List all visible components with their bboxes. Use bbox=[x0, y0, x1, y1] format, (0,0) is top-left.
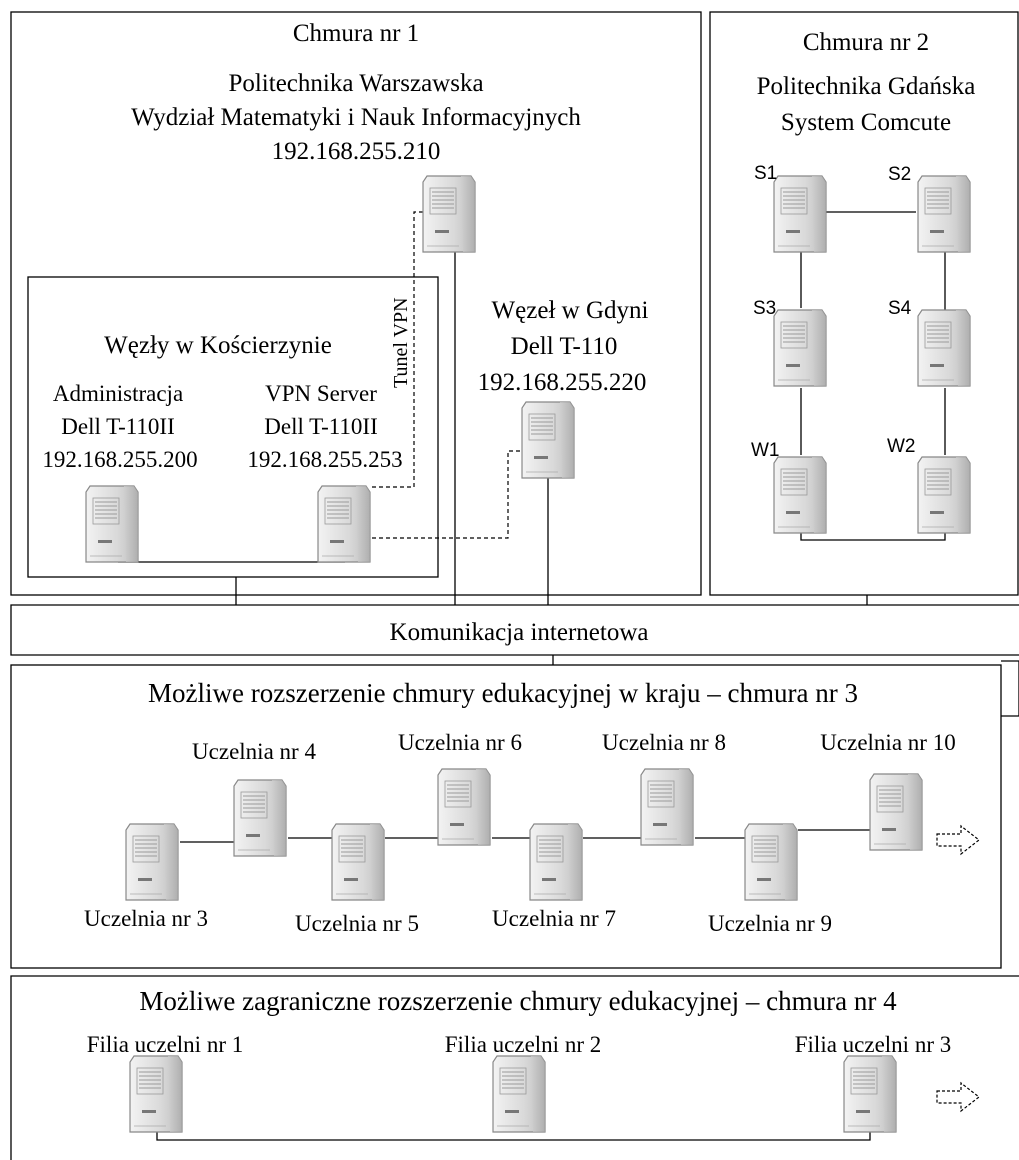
server-icon bbox=[422, 175, 476, 253]
server-icon bbox=[521, 401, 575, 479]
tunnel-label: Tunel VPN bbox=[390, 297, 412, 388]
university-label: Uczelnia nr 9 bbox=[708, 911, 832, 936]
admin-line2: Dell T-110II bbox=[61, 414, 175, 439]
server-icon bbox=[492, 1055, 546, 1133]
university-label: Uczelnia nr 5 bbox=[295, 911, 419, 936]
node-label: S1 bbox=[754, 163, 778, 184]
kos-title: Węzły w Kościerzynie bbox=[104, 332, 332, 359]
continue-arrow-icon bbox=[936, 824, 980, 856]
cloud3-connector bbox=[1001, 660, 1019, 717]
server-icon bbox=[129, 1055, 183, 1133]
vpn-tunnel bbox=[372, 211, 520, 539]
server-icon bbox=[317, 485, 371, 563]
server-icon bbox=[843, 1055, 897, 1133]
kos-frame bbox=[27, 276, 439, 578]
cloud4-title: Możliwe zagraniczne rozszerzenie chmury … bbox=[139, 986, 897, 1016]
cloud1-title: Chmura nr 1 bbox=[292, 20, 420, 47]
branch-label: Filia uczelni nr 3 bbox=[794, 1032, 952, 1057]
vpn-ip: 192.168.255.253 bbox=[247, 447, 403, 472]
server-icon bbox=[773, 175, 827, 253]
node-label: S4 bbox=[888, 298, 912, 319]
node-label: W2 bbox=[887, 436, 916, 457]
gdynia-line1: Węzeł w Gdyni bbox=[491, 297, 649, 324]
server-icon bbox=[125, 823, 179, 901]
university-label: Uczelnia nr 10 bbox=[820, 730, 956, 755]
gdynia-line2: Dell T-110 bbox=[510, 333, 618, 360]
cloud2-frame bbox=[709, 11, 1019, 596]
university-label: Uczelnia nr 7 bbox=[492, 906, 616, 931]
node-label: W1 bbox=[751, 440, 780, 461]
branch-label: Filia uczelni nr 2 bbox=[444, 1032, 602, 1057]
cloud1-org-line2: Wydział Matematyki i Nauk Informacyjnych bbox=[131, 104, 581, 131]
continue-arrow-icon bbox=[936, 1081, 980, 1113]
server-icon bbox=[640, 768, 694, 846]
server-icon bbox=[233, 779, 287, 857]
university-label: Uczelnia nr 6 bbox=[398, 730, 522, 755]
server-icon bbox=[917, 456, 971, 534]
vpn-line2: Dell T-110II bbox=[264, 414, 378, 439]
frames bbox=[10, 11, 1019, 1160]
server-icon bbox=[773, 309, 827, 387]
node-label: S3 bbox=[753, 298, 777, 319]
cloud3-title: Możliwe rozszerzenie chmury edukacyjnej … bbox=[148, 678, 858, 708]
internet-frame bbox=[10, 604, 1019, 656]
server-icon bbox=[331, 823, 385, 901]
server-icon bbox=[85, 485, 139, 563]
cloud1-frame bbox=[10, 11, 702, 596]
server-icon bbox=[529, 823, 583, 901]
internet-label: Komunikacja internetowa bbox=[389, 619, 649, 646]
server-icon bbox=[773, 456, 827, 534]
admin-ip: 192.168.255.200 bbox=[42, 447, 198, 472]
server-icon bbox=[744, 823, 798, 901]
cloud1-org-line1: Politechnika Warszawska bbox=[228, 70, 484, 97]
university-label: Uczelnia nr 8 bbox=[602, 730, 726, 755]
server-icon bbox=[437, 768, 491, 846]
admin-line1: Administracja bbox=[52, 381, 184, 406]
cloud2-title: Chmura nr 2 bbox=[802, 29, 930, 56]
university-label: Uczelnia nr 3 bbox=[84, 906, 208, 931]
cloud2-line2: System Comcute bbox=[780, 109, 952, 136]
branch-label: Filia uczelni nr 1 bbox=[86, 1032, 244, 1057]
links bbox=[118, 211, 946, 1141]
server-icon bbox=[917, 309, 971, 387]
server-icon bbox=[917, 175, 971, 253]
cloud2-line1: Politechnika Gdańska bbox=[756, 73, 976, 100]
cloud4-frame bbox=[10, 975, 1019, 1160]
vpn-line1: VPN Server bbox=[265, 381, 377, 406]
server-icon bbox=[869, 773, 923, 851]
cloud1-ip: 192.168.255.210 bbox=[271, 138, 441, 165]
university-label: Uczelnia nr 4 bbox=[192, 739, 316, 764]
gdynia-ip: 192.168.255.220 bbox=[477, 369, 647, 396]
cloud3-frame bbox=[10, 664, 1002, 969]
node-label: S2 bbox=[888, 164, 912, 185]
